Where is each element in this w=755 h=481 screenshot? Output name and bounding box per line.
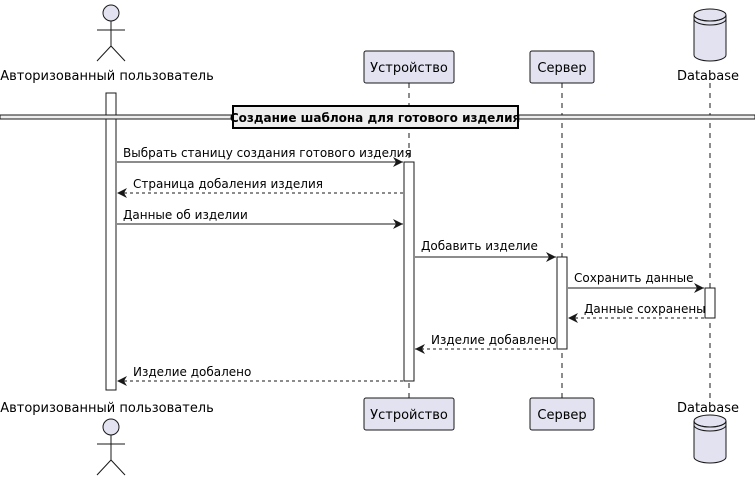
participant-label-server: Сервер bbox=[537, 61, 586, 76]
participant-box bbox=[529, 50, 595, 84]
participant-device-bottom: Устройство bbox=[363, 397, 455, 431]
participant-label-user: Авторизованный пользователь bbox=[0, 69, 214, 84]
participant-device-top: Устройство bbox=[363, 50, 455, 84]
activation-device bbox=[403, 161, 415, 382]
participant-box bbox=[529, 397, 595, 431]
message-3: Данные об изделии bbox=[117, 208, 403, 229]
activation-server bbox=[556, 256, 568, 350]
activations bbox=[105, 92, 716, 391]
message-8: Изделие добалено bbox=[117, 365, 403, 386]
message-5: Сохранить данные bbox=[568, 271, 704, 293]
participant-server-top: Сервер bbox=[529, 50, 595, 84]
divider-title: Создание шаблона для готового изделия bbox=[230, 111, 520, 125]
message-label: Страница добаления изделия bbox=[133, 177, 323, 191]
participant-db-bottom: Database bbox=[677, 401, 739, 464]
participant-user-bottom: Авторизованный пользователь bbox=[0, 401, 214, 476]
participant-label-user: Авторизованный пользователь bbox=[0, 401, 214, 416]
participant-label-device: Устройство bbox=[370, 408, 448, 423]
message-label: Изделие добалено bbox=[133, 365, 251, 379]
message-label: Выбрать станицу создания готового издели… bbox=[123, 146, 412, 160]
message-7: Изделие добавлено bbox=[415, 333, 556, 354]
message-label: Сохранить данные bbox=[574, 271, 694, 285]
message-2: Страница добаления изделия bbox=[117, 177, 403, 198]
participant-user-top: Авторизованный пользователь bbox=[0, 4, 214, 84]
participant-label-db: Database bbox=[677, 69, 739, 84]
message-label: Данные сохранены bbox=[584, 302, 706, 316]
participant-box bbox=[363, 397, 455, 431]
database-icon bbox=[693, 414, 727, 464]
message-label: Добавить изделие bbox=[421, 239, 538, 253]
message-4: Добавить изделие bbox=[415, 239, 556, 262]
participant-label-server: Сервер bbox=[537, 408, 586, 423]
activation-user bbox=[105, 92, 117, 391]
participant-db-top: Database bbox=[677, 8, 739, 84]
participant-label-device: Устройство bbox=[370, 61, 448, 76]
actor-icon bbox=[96, 418, 126, 476]
participant-server-bottom: Сервер bbox=[529, 397, 595, 431]
activation-db bbox=[704, 287, 716, 319]
message-label: Данные об изделии bbox=[123, 208, 248, 222]
divider: Создание шаблона для готового изделия bbox=[0, 105, 755, 129]
divider-box bbox=[232, 105, 519, 129]
actor-icon bbox=[96, 4, 126, 62]
participant-label-db: Database bbox=[677, 401, 739, 416]
participant-box bbox=[363, 50, 455, 84]
message-label: Изделие добавлено bbox=[431, 333, 556, 347]
database-icon bbox=[693, 8, 727, 62]
message-1: Выбрать станицу создания готового издели… bbox=[117, 146, 412, 167]
message-6: Данные сохранены bbox=[568, 302, 706, 323]
